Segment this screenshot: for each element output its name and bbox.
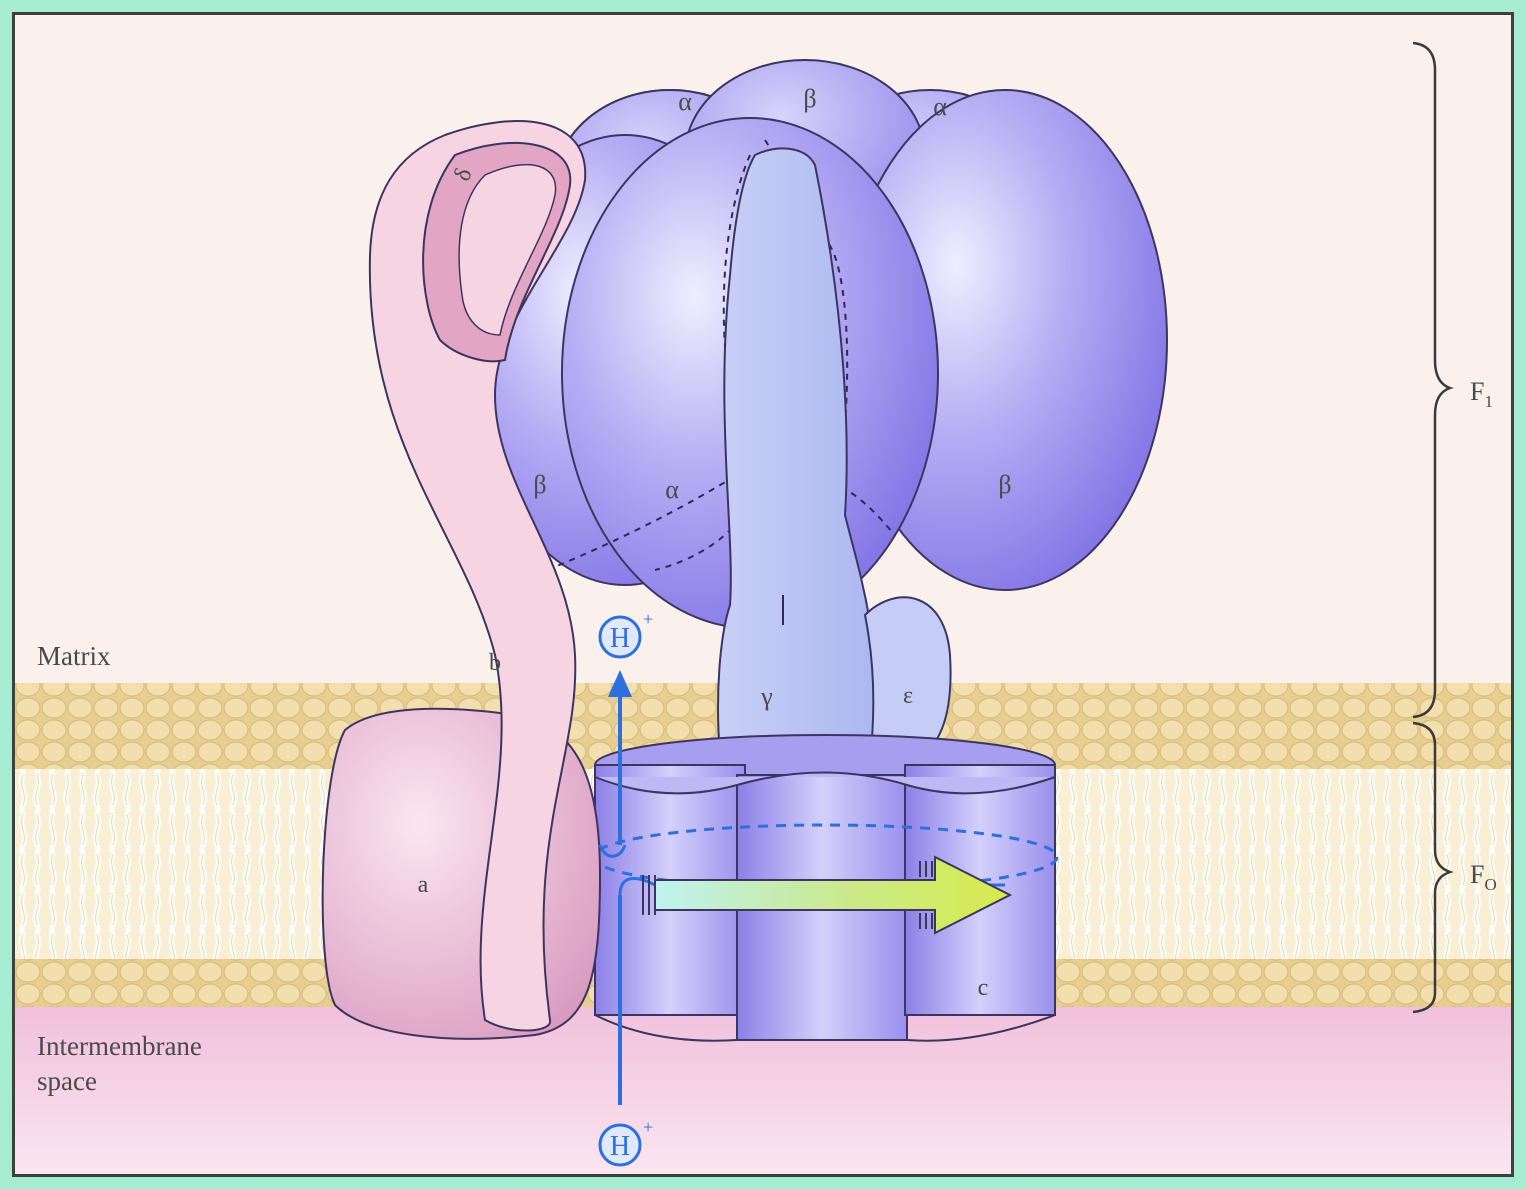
label-c: c [978, 975, 989, 1001]
label-epsilon: ε [903, 683, 913, 709]
atp-synthase-diagram: H + H + α β α δ β α β b γ ε a c Matrix I… [15, 15, 1511, 1174]
label-beta-right: β [998, 470, 1011, 499]
label-intermembrane-line1: Intermembrane [37, 1031, 202, 1061]
label-b: b [489, 650, 501, 676]
label-beta-left: β [533, 470, 546, 499]
proton-top-symbol: H [610, 623, 630, 654]
diagram-frame: H + H + α β α δ β α β b γ ε a c Matrix I… [12, 12, 1514, 1177]
label-a: a [418, 872, 429, 898]
label-intermembrane-line2: space [37, 1066, 97, 1096]
label-alpha-front: α [665, 475, 679, 504]
label-gamma: γ [760, 682, 773, 711]
proton-top-charge: + [643, 609, 653, 629]
label-beta-back: β [803, 84, 816, 113]
label-matrix: Matrix [37, 641, 111, 671]
proton-bottom-symbol: H [610, 1131, 630, 1162]
label-alpha-back-right: α [933, 92, 947, 121]
label-alpha-back-left: α [678, 87, 692, 116]
proton-bottom-charge: + [643, 1117, 653, 1137]
